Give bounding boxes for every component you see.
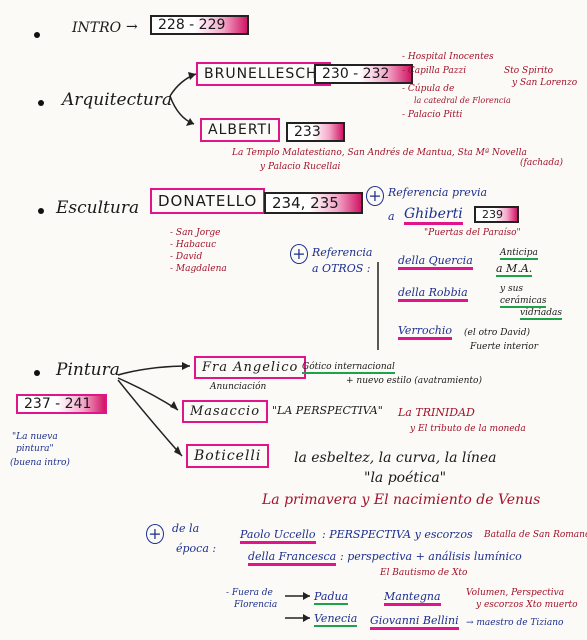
ghiberti-page: 239 xyxy=(474,206,519,223)
alberti-works: (fachada) xyxy=(520,158,564,168)
boticelli-works: La primavera y El nacimiento de Venus xyxy=(262,492,541,508)
work-item: y San Lorenzo xyxy=(512,78,578,88)
work-item: - Hospital Inocentes xyxy=(402,52,494,62)
ref-previa-text: a xyxy=(388,210,395,223)
plus-icon: + xyxy=(290,244,308,264)
boticelli-box: Boticelli xyxy=(186,444,270,468)
ref-otros-text: Referencia xyxy=(312,246,373,259)
fra-angelico-note: + nuevo estilo (avatramiento) xyxy=(346,376,482,386)
masaccio-work: La TRINIDAD xyxy=(398,406,475,419)
fra-angelico-note: Gótico internacional xyxy=(302,362,395,374)
work-item: Sto Spirito xyxy=(504,66,554,76)
work-item: la catedral de Florencia xyxy=(414,96,511,105)
fuera-label: Florencia xyxy=(234,600,278,610)
alberti-works: y Palacio Rucellai xyxy=(260,162,341,172)
boticelli-desc: la esbeltez, la curva, la línea xyxy=(294,450,497,466)
boticelli-desc: "la poética" xyxy=(364,470,447,486)
city-venecia: Venecia xyxy=(314,612,358,627)
work-item: - San Jorge xyxy=(170,228,221,238)
epoca-label: época : xyxy=(176,542,217,555)
ref-previa-text: Referencia previa xyxy=(388,186,488,199)
masaccio-work: y El tributo de la moneda xyxy=(410,424,526,434)
side-note: pintura" xyxy=(16,444,54,454)
masaccio-note: "LA PERSPECTIVA" xyxy=(272,404,383,417)
section-arquitectura: Arquitectura xyxy=(62,90,173,110)
epoca-desc: : PERSPECTIVA y escorzos xyxy=(322,528,473,541)
ghiberti-note: "Puertas del Paraíso" xyxy=(424,228,521,238)
epoca-work: El Bautismo de Xto xyxy=(380,568,468,578)
other-artist: della Robbia xyxy=(398,286,468,302)
work-item: - Magdalena xyxy=(170,264,227,274)
arrow-to-boticelli xyxy=(117,379,183,457)
alberti-box: ALBERTI xyxy=(200,118,281,142)
bellini-note: → maestro de Tiziano xyxy=(466,618,564,628)
other-artist: della Quercia xyxy=(398,254,473,270)
arrow-to-fra-angelico xyxy=(117,365,191,376)
epoca-label: de la xyxy=(172,522,200,535)
work-item: - Capilla Pazzi xyxy=(402,66,467,76)
other-note: Anticipa xyxy=(500,248,538,260)
intro-label: INTRO xyxy=(72,20,122,36)
ref-otros-text: a OTROS : xyxy=(312,262,371,275)
other-note: a M.A. xyxy=(496,262,533,277)
intro-arrow: → xyxy=(126,19,138,35)
epoca-work: Batalla de San Romano xyxy=(484,530,587,540)
plus-icon: + xyxy=(366,186,384,206)
pintura-pages: 237 - 241 xyxy=(16,394,108,414)
mantegna-note: Volumen, Perspectiva xyxy=(466,588,565,598)
other-note: (el otro David) xyxy=(464,328,531,338)
bullet xyxy=(38,208,44,214)
plus-icon: + xyxy=(146,524,164,544)
fuera-label: - Fuera de xyxy=(226,588,273,598)
intro-pages: 228 - 229 xyxy=(150,15,250,35)
mantegna-name: Mantegna xyxy=(384,590,441,606)
bullet xyxy=(34,32,40,38)
donatello-pages: 234, 235 xyxy=(264,192,363,214)
work-item: - David xyxy=(170,252,203,262)
work-item: - Cúpula de xyxy=(402,84,455,94)
section-escultura: Escultura xyxy=(56,198,140,218)
alberti-works: La Templo Malatestiano, San Andrés de Ma… xyxy=(232,148,527,158)
ghiberti-name: Ghiberti xyxy=(404,206,463,225)
brunelleschi-box: BRUNELLESCHI xyxy=(196,62,331,86)
side-note: "La nueva xyxy=(12,432,58,442)
alberti-pages: 233 xyxy=(286,122,345,142)
bullet xyxy=(38,100,44,106)
side-note: (buena intro) xyxy=(10,458,70,468)
other-note: vidriadas xyxy=(520,308,563,320)
city-padua: Padua xyxy=(314,590,349,605)
masaccio-box: Masaccio xyxy=(182,400,269,423)
work-item: - Habacuc xyxy=(170,240,217,250)
arrow-to-masaccio xyxy=(117,377,179,411)
other-artist: Verrochio xyxy=(398,324,452,340)
epoca-artist: della Francesca xyxy=(248,550,337,566)
epoca-desc: : perspectiva + análisis lumínico xyxy=(340,550,522,563)
fra-angelico-sub: Anunciación xyxy=(210,382,267,392)
other-note: y sus xyxy=(500,284,523,294)
fra-angelico-box: Fra Angelico xyxy=(194,356,307,379)
epoca-artist: Paolo Uccello xyxy=(240,528,316,544)
bellini-name: Giovanni Bellini xyxy=(370,614,459,630)
bullet xyxy=(34,370,40,376)
work-item: - Palacio Pitti xyxy=(402,110,463,120)
donatello-box: DONATELLO xyxy=(150,188,266,214)
brunelleschi-pages: 230 - 232 xyxy=(314,64,414,84)
mantegna-note: y escorzos Xto muerto xyxy=(476,600,578,610)
section-pintura: Pintura xyxy=(56,360,120,380)
other-note: cerámicas xyxy=(500,296,547,308)
other-note: Fuerte interior xyxy=(470,342,538,352)
